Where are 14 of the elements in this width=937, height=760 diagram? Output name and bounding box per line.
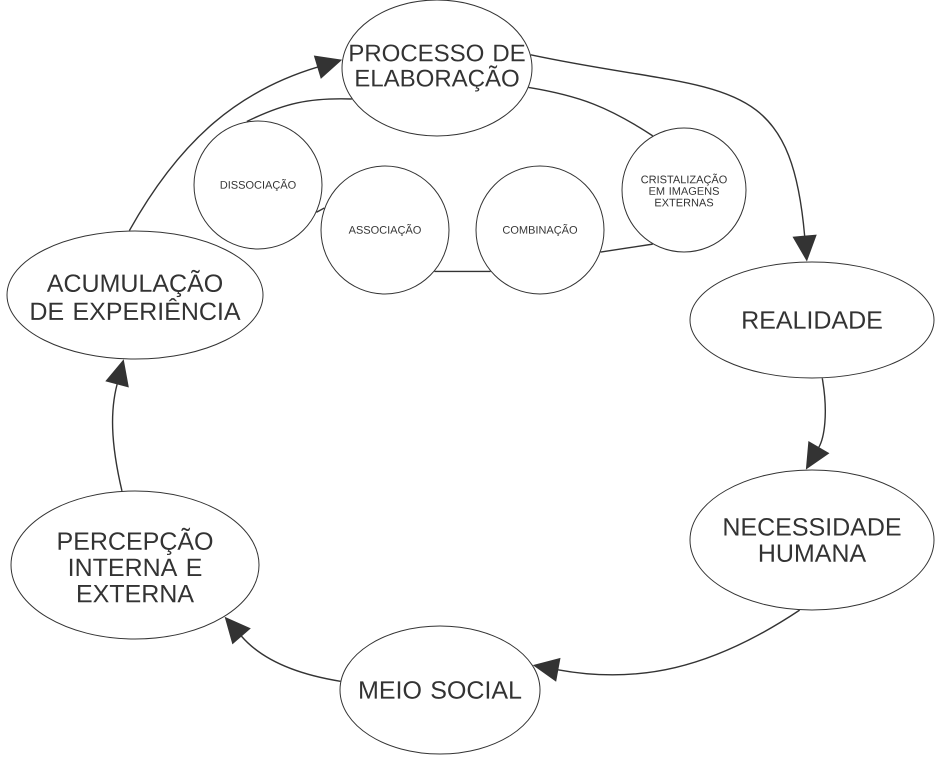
circle-node: DISSOCIAÇÃO — [194, 120, 322, 250]
circle-node: CRISTALIZAÇÃO EM IMAGENS EXTERNAS — [622, 128, 746, 252]
ellipse-node: PERCEPÇÃO INTERNA E EXTERNA — [10, 490, 260, 640]
connector-line — [600, 243, 653, 253]
connector-line — [434, 270, 491, 272]
connector-line — [528, 86, 654, 136]
ellipse-node: NECESSIDADE HUMANA — [690, 470, 934, 610]
ellipse-node: ACUMULAÇÃO DE EXPERIÊNCIA — [6, 230, 264, 360]
circle-node: COMBINAÇÃO — [476, 166, 604, 294]
ellipse-node: MEIO SOCIAL — [340, 626, 540, 754]
ellipse-node: REALIDADE — [690, 262, 934, 378]
connector-line — [316, 207, 325, 213]
circle-node: ASSOCIAÇÃO — [320, 166, 450, 294]
connector-line — [246, 98, 352, 122]
